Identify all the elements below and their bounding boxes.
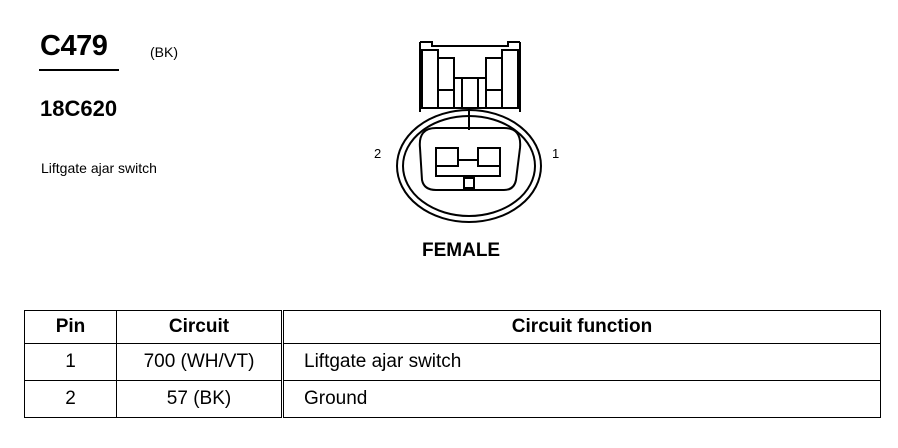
latch-left-inner [437,57,455,109]
table-row: 1 700 (WH/VT) Liftgate ajar switch [24,343,881,381]
pin-cell: 1 [24,343,117,381]
cavity-housing [418,127,522,191]
table-row: 2 57 (BK) Ground [24,380,881,418]
latch-housing [419,41,521,112]
pinout-table: Pin Circuit Circuit function 1 700 (WH/V… [24,310,881,418]
bottom-key [463,177,475,189]
connector-id-underline [39,69,119,71]
column-header-pin: Pin [24,310,117,344]
pin-cell: 2 [24,380,117,418]
pin-number-label: 1 [552,146,560,161]
column-header-circuit: Circuit [116,310,284,344]
latch-right-block [501,49,519,109]
circuit-function-cell: Liftgate ajar switch [282,343,881,381]
table-header-row: Pin Circuit Circuit function [24,310,881,344]
pin-cavity-2 [435,147,459,167]
connector-id: C479 [40,30,108,62]
column-header-circuit-function: Circuit function [282,310,881,344]
connector-color: (BK) [150,44,178,60]
connector-description: Liftgate ajar switch [41,160,157,176]
part-number: 18C620 [40,96,118,121]
connector-face-diagram [396,41,542,223]
latch-center [438,77,502,108]
pin-cavity-1 [477,147,501,167]
latch-right-inner [485,57,503,109]
pin-number-label: 2 [374,146,382,161]
circuit-cell: 57 (BK) [116,380,284,418]
latch-left-block [421,49,439,109]
circuit-function-cell: Ground [282,380,881,418]
circuit-cell: 700 (WH/VT) [116,343,284,381]
connector-gender-label: FEMALE [422,240,501,261]
